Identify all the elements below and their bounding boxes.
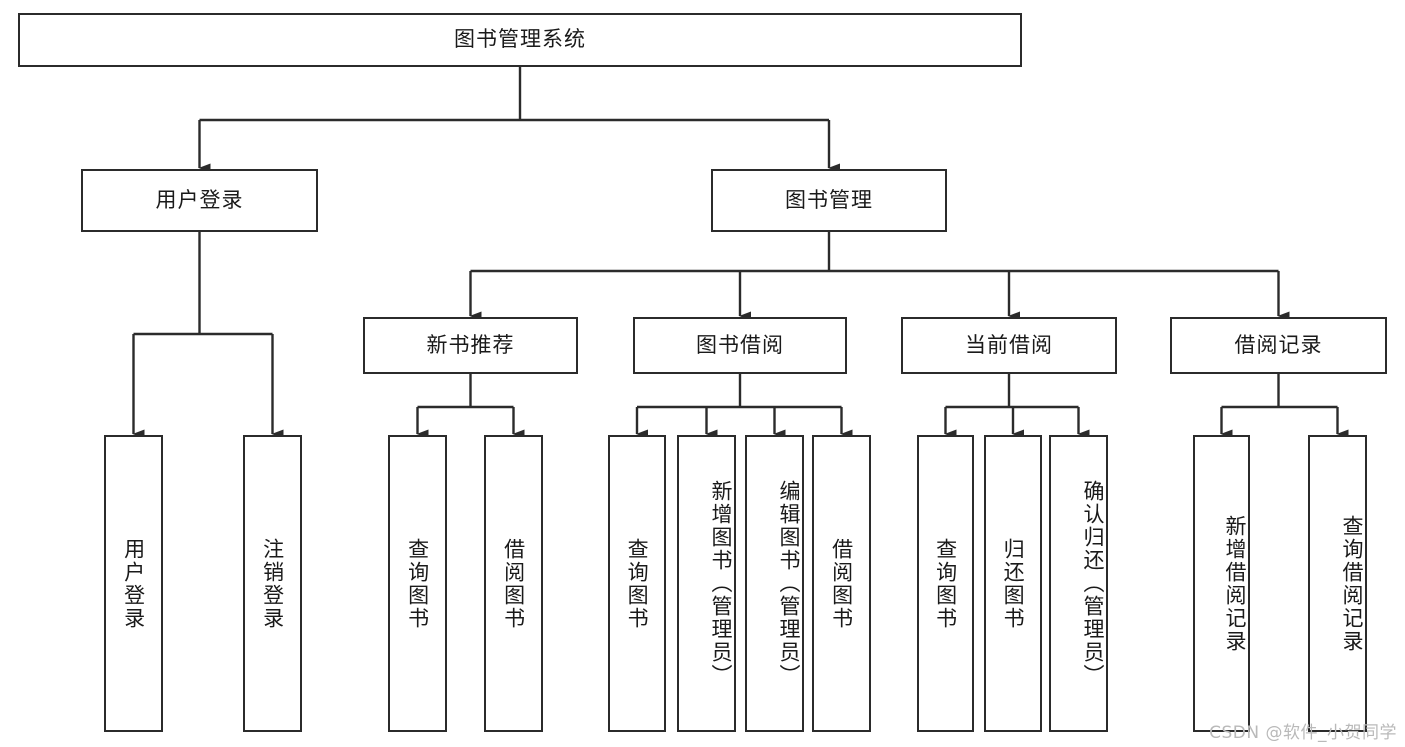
node-label: 查询借阅记录 bbox=[1340, 514, 1364, 653]
node-label: 借阅图书 bbox=[829, 537, 854, 630]
node-label: 确认归还（管理员） bbox=[1081, 480, 1105, 687]
node-l2_0[interactable]: 新书推荐 bbox=[363, 317, 578, 374]
node-leaf_5[interactable]: 新增图书（管理员） bbox=[677, 435, 736, 732]
node-root[interactable]: 图书管理系统 bbox=[18, 13, 1022, 67]
watermark-text: CSDN @软件_小贺同学 bbox=[1209, 723, 1397, 743]
node-label: 图书借阅 bbox=[696, 332, 784, 357]
node-l1_0[interactable]: 用户登录 bbox=[81, 169, 318, 232]
node-label: 新增图书（管理员） bbox=[709, 480, 733, 687]
node-leaf_1[interactable]: 注销登录 bbox=[243, 435, 302, 732]
node-label: 用户登录 bbox=[121, 537, 146, 630]
node-leaf_11[interactable]: 新增借阅记录 bbox=[1193, 435, 1250, 732]
node-leaf_4[interactable]: 查询图书 bbox=[608, 435, 666, 732]
node-leaf_12[interactable]: 查询借阅记录 bbox=[1308, 435, 1367, 732]
node-label: 图书管理 bbox=[785, 187, 873, 212]
node-leaf_7[interactable]: 借阅图书 bbox=[812, 435, 871, 732]
node-leaf_2[interactable]: 查询图书 bbox=[388, 435, 447, 732]
node-label: 用户登录 bbox=[155, 187, 244, 212]
node-label: 查询图书 bbox=[625, 537, 650, 630]
node-label: 图书管理系统 bbox=[454, 27, 586, 52]
node-leaf_8[interactable]: 查询图书 bbox=[917, 435, 974, 732]
node-label: 编辑图书（管理员） bbox=[777, 480, 801, 687]
node-label: 归还图书 bbox=[1001, 537, 1026, 630]
node-label: 借阅图书 bbox=[501, 537, 526, 630]
node-l2_3[interactable]: 借阅记录 bbox=[1170, 317, 1387, 374]
node-l2_2[interactable]: 当前借阅 bbox=[901, 317, 1117, 374]
node-label: 新书推荐 bbox=[426, 332, 515, 357]
node-leaf_9[interactable]: 归还图书 bbox=[984, 435, 1042, 732]
node-leaf_3[interactable]: 借阅图书 bbox=[484, 435, 543, 732]
node-label: 当前借阅 bbox=[965, 332, 1053, 357]
node-label: 查询图书 bbox=[933, 537, 958, 630]
node-leaf_6[interactable]: 编辑图书（管理员） bbox=[745, 435, 804, 732]
node-label: 新增借阅记录 bbox=[1223, 514, 1247, 653]
node-label: 注销登录 bbox=[260, 537, 285, 630]
node-label: 查询图书 bbox=[405, 537, 430, 630]
node-l1_1[interactable]: 图书管理 bbox=[711, 169, 947, 232]
node-label: 借阅记录 bbox=[1234, 332, 1323, 357]
node-leaf_10[interactable]: 确认归还（管理员） bbox=[1049, 435, 1108, 732]
node-l2_1[interactable]: 图书借阅 bbox=[633, 317, 847, 374]
node-leaf_0[interactable]: 用户登录 bbox=[104, 435, 163, 732]
